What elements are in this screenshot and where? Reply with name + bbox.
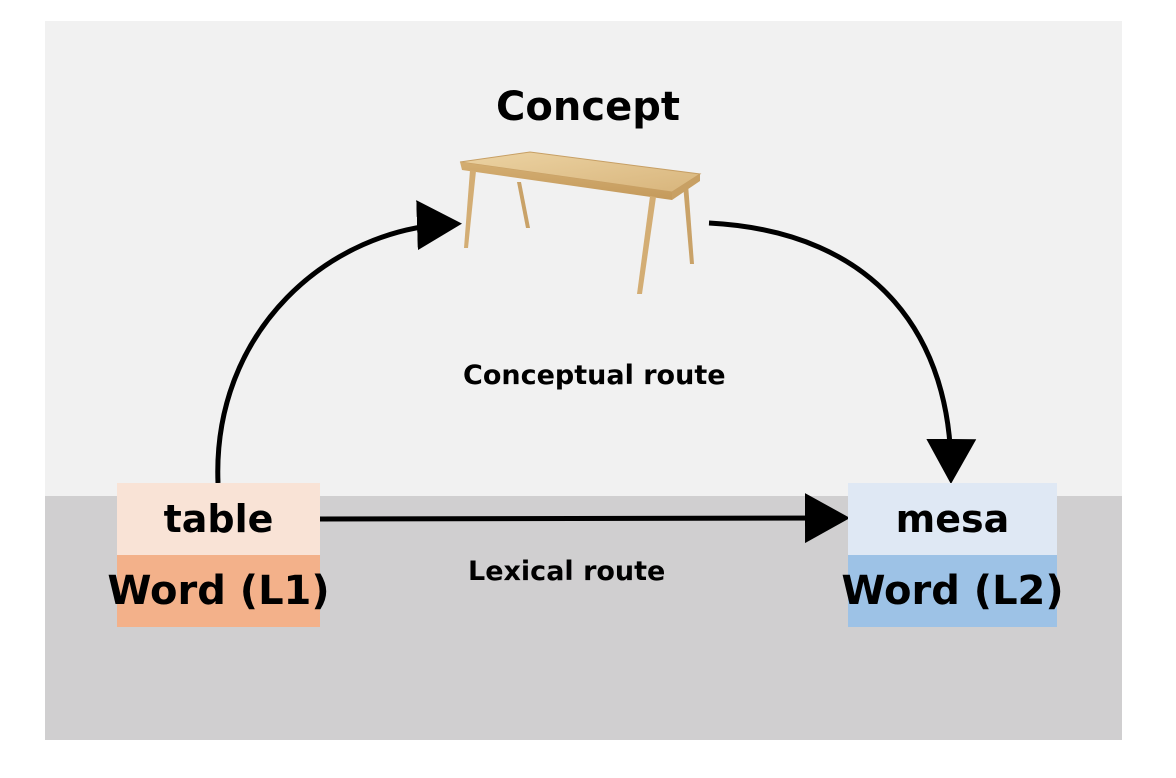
concept-title: Concept [496,84,680,130]
conceptual-arrow-down [708,220,977,484]
conceptual-route-label: Conceptual route [463,360,726,391]
lexical-arrow [319,493,850,544]
word-l2-label: Word (L2) [841,555,1064,627]
word-l1-box: table Word (L1) [107,483,330,627]
table-icon [459,151,702,294]
lexical-route-label: Lexical route [468,556,666,587]
word-l1-label: Word (L1) [107,555,330,627]
word-l2-text: mesa [848,483,1057,555]
word-l2-box: mesa Word (L2) [841,483,1064,627]
word-l1-text: table [117,483,320,555]
conceptual-arrow-up [215,200,462,484]
